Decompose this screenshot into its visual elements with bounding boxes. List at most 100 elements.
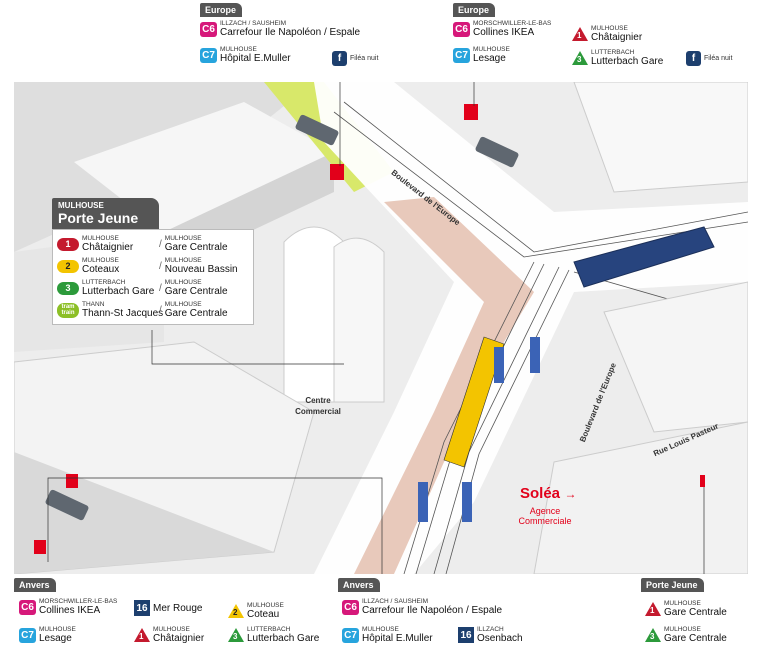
row3-dest: Gare Centrale	[164, 286, 228, 297]
row3-dest-city: MULHOUSE	[164, 279, 202, 286]
c6-destination: Collines IKEA	[39, 605, 101, 616]
c7-badge: C7	[453, 47, 470, 63]
tram-3-badge: 3	[57, 281, 79, 295]
row4-dest: Gare Centrale	[164, 308, 228, 319]
c7-origin: MULHOUSE	[362, 626, 399, 633]
station-city: MULHOUSE	[58, 201, 104, 210]
row1-origin-city: MULHOUSE	[82, 235, 119, 242]
c7-origin: MULHOUSE	[220, 46, 257, 53]
tram3-destination: Lutterbach Gare	[591, 56, 664, 67]
c7-badge: C7	[342, 627, 359, 643]
c6-origin: ILLZACH / SAUSHEIM	[220, 20, 287, 27]
c6-destination: Carrefour Ile Napoléon / Espale	[362, 605, 503, 616]
row3-origin-city: LUTTERBACH	[82, 279, 126, 286]
c7-destination: Hôpital E.Muller	[220, 53, 291, 64]
bus16-destination: Mer Rouge	[153, 602, 203, 614]
bus16-destination: Osenbach	[477, 633, 523, 644]
tram2-destination: Coteau	[247, 609, 280, 620]
tram3-origin: LUTTERBACH	[247, 626, 291, 633]
filea-nuit-badge: f	[686, 51, 701, 66]
stop-title-europe-left: Europe	[200, 3, 243, 17]
c6-destination: Carrefour Ile Napoléon / Espale	[220, 27, 361, 38]
station-name: Porte Jeune	[58, 210, 139, 226]
line-filea-europe-right[interactable]: f Filéa nuit	[686, 51, 732, 66]
line-16-anvers-left[interactable]: 16 Mer Rouge	[134, 600, 202, 616]
solea-name: Soléa	[520, 485, 561, 502]
c7-origin: MULHOUSE	[39, 626, 76, 633]
tram1-destination: Châtaignier	[591, 32, 643, 43]
tram-1-icon: 1	[645, 602, 661, 616]
line-filea-europe-left[interactable]: f Filéa nuit	[332, 51, 378, 66]
c6-origin: MORSCHWILLER-LE-BAS	[39, 598, 118, 605]
c7-badge: C7	[200, 47, 217, 63]
filea-nuit-badge: f	[332, 51, 347, 66]
tram3-destination: Lutterbach Gare	[247, 633, 320, 644]
tram-3-icon: 3	[645, 628, 661, 642]
row1-dest-city: MULHOUSE	[164, 235, 202, 242]
c6-origin: MORSCHWILLER-LE-BAS	[473, 20, 552, 27]
c7-badge: C7	[19, 627, 36, 643]
tram-train-badge: tram train	[57, 302, 79, 318]
row2-origin: Coteaux	[82, 264, 120, 275]
c6-origin: ILLZACH / SAUSHEIM	[362, 598, 429, 605]
c6-destination: Collines IKEA	[473, 27, 535, 38]
row4-dest-city: MULHOUSE	[164, 301, 202, 308]
row2-dest-city: MULHOUSE	[164, 257, 202, 264]
tram3-origin: LUTTERBACH	[591, 49, 635, 56]
row1-origin: Châtaignier	[82, 242, 134, 253]
filea-nuit-label: Filéa nuit	[350, 55, 379, 62]
c7-destination: Lesage	[39, 633, 72, 644]
tram1-destination: Gare Centrale	[664, 607, 727, 618]
tram-2-badge: 2	[57, 259, 79, 273]
tram1-origin: MULHOUSE	[664, 600, 701, 607]
tram-2-icon: 2	[228, 604, 244, 618]
bus16-origin: ILLZACH	[477, 626, 504, 633]
tram1-origin: MULHOUSE	[591, 25, 628, 32]
bus-16-badge: 16	[458, 627, 474, 643]
filea-nuit-label: Filéa nuit	[704, 55, 733, 62]
tram-1-icon: 1	[572, 27, 588, 41]
tram-3-icon: 3	[572, 51, 588, 65]
row2-dest: Nouveau Bassin	[164, 264, 238, 275]
tram3-destination: Gare Centrale	[664, 633, 727, 644]
c6-badge: C6	[200, 21, 217, 37]
stop-title-europe-right: Europe	[453, 3, 496, 17]
c7-destination: Hôpital E.Muller	[362, 633, 433, 644]
map-illustration	[14, 82, 748, 574]
row1-dest: Gare Centrale	[164, 242, 228, 253]
tram-1-icon: 1	[134, 628, 150, 642]
tram-3-icon: 3	[228, 628, 244, 642]
c6-badge: C6	[453, 21, 470, 37]
row4-origin-city: THANN	[82, 301, 105, 308]
c7-origin: MULHOUSE	[473, 46, 510, 53]
tram2-origin: MULHOUSE	[247, 602, 284, 609]
tram1-origin: MULHOUSE	[153, 626, 190, 633]
row2-origin-city: MULHOUSE	[82, 257, 119, 264]
tram3-origin: MULHOUSE	[664, 626, 701, 633]
arrow-right-icon: →	[564, 487, 577, 501]
c7-destination: Lesage	[473, 53, 506, 64]
agence-commerciale-label: Agence Commerciale	[518, 506, 572, 526]
